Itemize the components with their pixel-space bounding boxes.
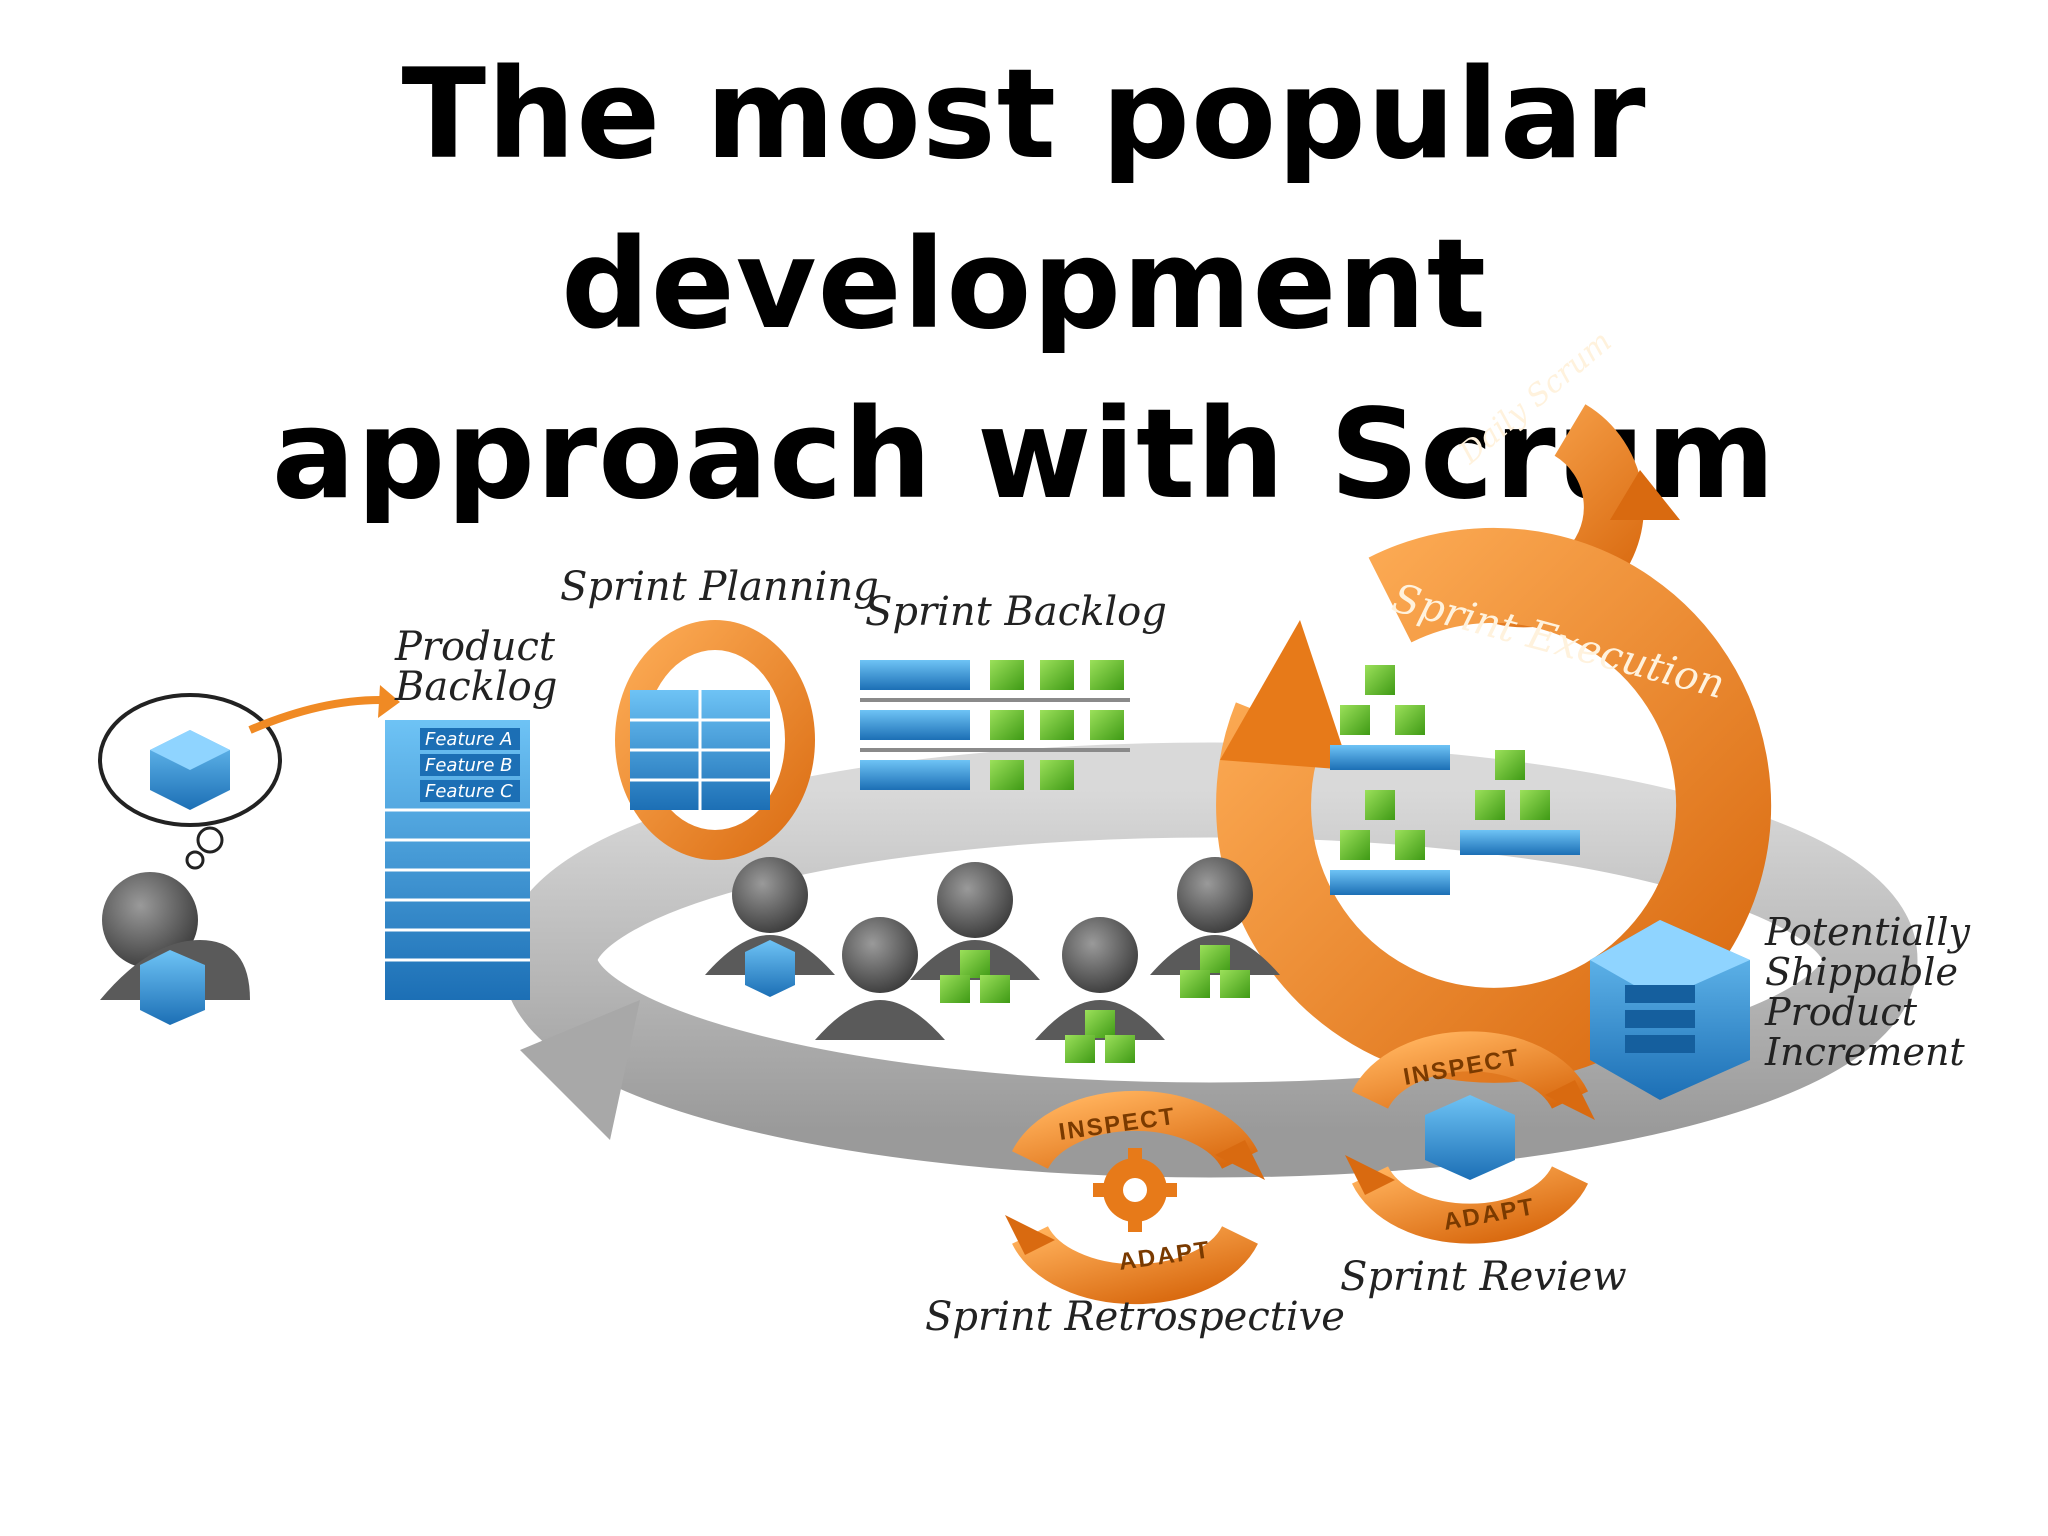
sprint-retrospective-label: Sprint Retrospective xyxy=(925,1294,1345,1340)
person-icon xyxy=(815,917,945,1040)
increment-label-2: Shippable xyxy=(1765,950,1958,994)
sprint-review-label: Sprint Review xyxy=(1340,1254,1627,1300)
arrow-icon xyxy=(248,696,381,734)
person-icon xyxy=(910,862,1040,1003)
increment-cube-icon xyxy=(1590,920,1750,1100)
feature-c-label: Feature C xyxy=(425,781,513,802)
execution-trays xyxy=(1330,665,1580,895)
cube-icon xyxy=(150,730,230,810)
increment-label-4: Increment xyxy=(1764,1030,1965,1074)
product-owner-person xyxy=(98,685,400,1025)
gear-icon xyxy=(1093,1148,1177,1232)
title-line-1: The most popular development xyxy=(401,43,1647,357)
page-title: The most popular development approach wi… xyxy=(0,30,2048,540)
sprint-retrospective-cycle: INSPECT ADAPT xyxy=(1005,1090,1265,1305)
increment-label-1: Potentially xyxy=(1764,910,1971,954)
sprint-planning-icon xyxy=(615,620,815,860)
sprint-backlog-label: Sprint Backlog xyxy=(865,589,1167,635)
product-backlog-label-2: Backlog xyxy=(394,664,557,710)
person-icon xyxy=(102,872,198,968)
increment-label-3: Product xyxy=(1764,990,1918,1034)
sprint-planning-label: Sprint Planning xyxy=(560,564,879,610)
person-icon xyxy=(1150,857,1280,998)
product-backlog-stack: Feature A Feature B Feature C xyxy=(385,720,530,1000)
feature-a-label: Feature A xyxy=(425,729,512,750)
person-icon xyxy=(705,857,835,997)
person-icon xyxy=(1035,917,1165,1063)
title-line-2: approach with Scrum xyxy=(271,383,1777,527)
scrum-team xyxy=(705,857,1280,1063)
feature-b-label: Feature B xyxy=(425,755,512,776)
product-backlog-label-1: Product xyxy=(394,624,556,670)
sprint-backlog-grid xyxy=(860,660,1130,790)
cycle-arrow-head xyxy=(520,1000,640,1140)
